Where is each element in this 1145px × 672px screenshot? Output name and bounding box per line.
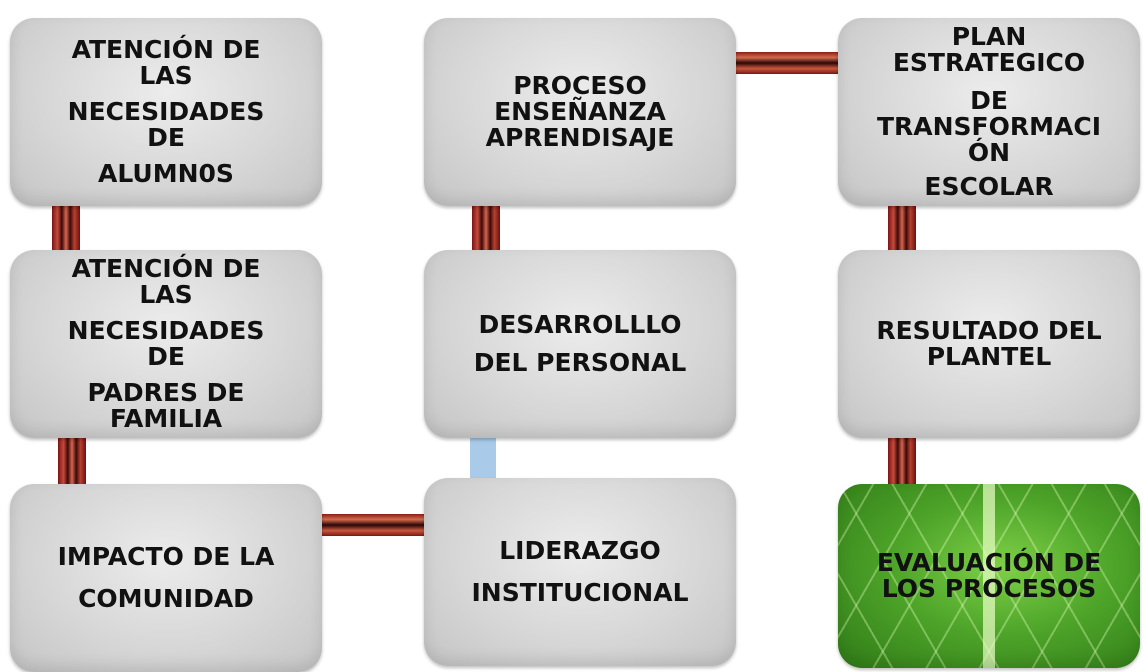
box-atencion-alumnos: ATENCIÓN DE LAS NECESIDADES DE ALUMN0S bbox=[10, 18, 322, 206]
box-plan-estrategico: PLAN ESTRATEGICO DE TRANSFORMACI ÓN ESCO… bbox=[838, 18, 1140, 206]
box-text: ALUMN0S bbox=[98, 159, 234, 188]
connector-padres-comunidad bbox=[58, 430, 86, 490]
box-text: RESULTADO DEL PLANTEL bbox=[876, 316, 1102, 371]
box-text: COMUNIDAD bbox=[78, 584, 254, 613]
box-text: PADRES DE FAMILIA bbox=[87, 378, 245, 433]
box-text: PLAN ESTRATEGICO bbox=[892, 22, 1086, 77]
box-evaluacion-procesos: EVALUACIÓN DE LOS PROCESOS bbox=[838, 484, 1140, 668]
box-text: DEL PERSONAL bbox=[473, 348, 687, 377]
connector-plan-resultado bbox=[888, 200, 916, 258]
box-text: ATENCIÓN DE LAS bbox=[71, 254, 261, 309]
box-text: LIDERAZGO bbox=[499, 536, 661, 565]
box-text: ESCOLAR bbox=[924, 172, 1054, 201]
box-text: PROCESO ENSEÑANZA APRENDISAJE bbox=[485, 71, 675, 152]
connector-liderazgo-personal bbox=[470, 430, 496, 482]
box-atencion-padres: ATENCIÓN DE LAS NECESIDADES DE PADRES DE… bbox=[10, 250, 322, 438]
box-text: EVALUACIÓN DE LOS PROCESOS bbox=[876, 548, 1102, 603]
connector-comunidad-liderazgo bbox=[318, 514, 430, 536]
box-text: INSTITUCIONAL bbox=[471, 578, 689, 607]
box-proceso-ensenanza: PROCESO ENSEÑANZA APRENDISAJE bbox=[424, 18, 736, 206]
box-text: NECESIDADES DE bbox=[67, 97, 265, 152]
box-desarrollo-personal: DESARROLLLO DEL PERSONAL bbox=[424, 250, 736, 438]
box-text: IMPACTO DE LA bbox=[57, 542, 275, 571]
connector-ensenanza-plan bbox=[728, 52, 848, 74]
box-text: ATENCIÓN DE LAS bbox=[71, 35, 261, 90]
connector-resultado-evaluacion bbox=[888, 430, 916, 490]
box-text: DE TRANSFORMACI ÓN bbox=[876, 86, 1102, 167]
box-impacto-comunidad: IMPACTO DE LA COMUNIDAD bbox=[10, 484, 322, 672]
connector-personal-ensenanza bbox=[472, 200, 500, 258]
box-text: DESARROLLLO bbox=[478, 310, 682, 339]
box-resultado-plantel: RESULTADO DEL PLANTEL bbox=[838, 250, 1140, 438]
box-liderazgo-institucional: LIDERAZGO INSTITUCIONAL bbox=[424, 478, 736, 666]
box-text: NECESIDADES DE bbox=[67, 316, 265, 371]
